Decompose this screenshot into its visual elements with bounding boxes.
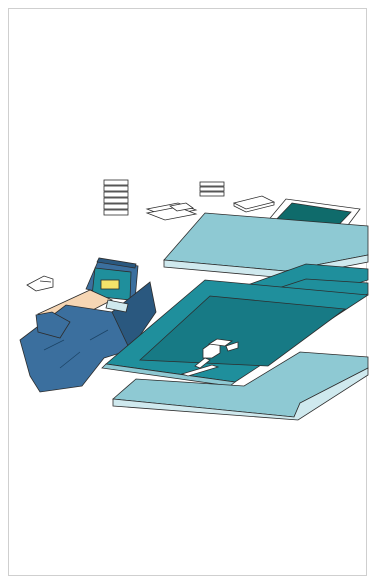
tray-cover-icon (234, 196, 274, 212)
gown-stack-icon (104, 180, 128, 215)
foot-cover-icon (27, 276, 53, 291)
towel-stack-icon (200, 182, 224, 196)
folded-towels-icon (147, 203, 196, 220)
